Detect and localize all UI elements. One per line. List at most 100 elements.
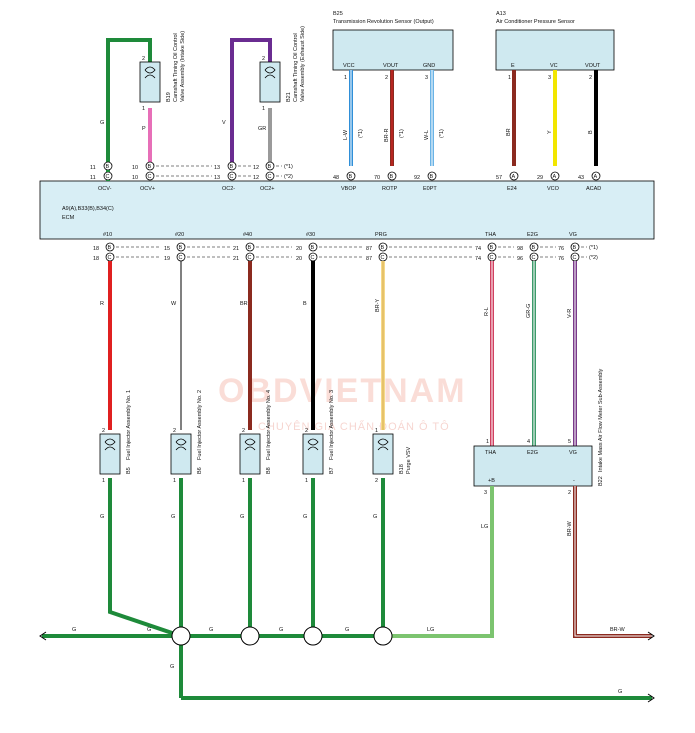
- b19-desc2: Valve Assembly (Intake Side): [180, 31, 186, 102]
- svg-text:C: C: [490, 255, 494, 261]
- svg-text:(*2): (*2): [284, 174, 293, 180]
- maf-wires: R-L GR-G V-R: [484, 261, 577, 446]
- a13-id: A13: [496, 11, 506, 17]
- b21-desc2: Valve Assembly (Exhaust Side): [300, 26, 306, 102]
- svg-text:B7: B7: [329, 467, 335, 474]
- svg-text:A: A: [594, 174, 598, 180]
- svg-text:2: 2: [262, 56, 265, 62]
- b21-id: B21: [286, 92, 292, 102]
- svg-text:LG: LG: [481, 524, 488, 530]
- svg-text:C: C: [230, 174, 234, 180]
- splice-point: [171, 626, 191, 646]
- svg-text:C: C: [179, 255, 183, 261]
- watermark-brand: OBDVIETNAM: [218, 372, 467, 410]
- svg-text:V-R: V-R: [567, 309, 573, 318]
- svg-text:G: G: [147, 627, 151, 633]
- svg-text:(*1): (*1): [439, 129, 445, 138]
- svg-text:74: 74: [475, 246, 481, 252]
- svg-text:87: 87: [366, 246, 372, 252]
- svg-text:B: B: [248, 245, 252, 251]
- svg-text:B8: B8: [266, 467, 272, 474]
- svg-text:E0PT: E0PT: [423, 186, 437, 192]
- svg-text:P: P: [142, 126, 146, 132]
- svg-text:1: 1: [344, 75, 347, 81]
- svg-text:C: C: [311, 255, 315, 261]
- b19-g-wire: [106, 38, 152, 166]
- svg-text:Y: Y: [547, 130, 553, 134]
- svg-text:57: 57: [496, 175, 502, 181]
- b21-desc1: Camshaft Timing Oil Control: [293, 33, 299, 102]
- svg-text:R-L: R-L: [484, 307, 490, 316]
- svg-text:OCV-: OCV-: [98, 186, 112, 192]
- svg-text:1: 1: [375, 428, 378, 434]
- svg-text:G: G: [240, 514, 244, 520]
- coil-icon: [104, 438, 116, 451]
- svg-text:PRG: PRG: [375, 232, 387, 238]
- svg-text:Fuel Injector Assembly No. 3: Fuel Injector Assembly No. 3: [329, 390, 335, 460]
- svg-text:29: 29: [537, 175, 543, 181]
- svg-text:THA: THA: [485, 232, 496, 238]
- b25-id: B25: [333, 11, 343, 17]
- svg-text:20: 20: [296, 256, 302, 262]
- svg-text:#40: #40: [243, 232, 252, 238]
- svg-text:G: G: [373, 514, 377, 520]
- b19-id: B19: [166, 92, 172, 102]
- svg-text:76: 76: [558, 246, 564, 252]
- svg-text:#30: #30: [306, 232, 315, 238]
- watermark: OBDVIETNAM CHUYÊN GIA CHẨN ĐOÁN Ô TÔ: [218, 372, 467, 433]
- svg-text:B: B: [381, 245, 385, 251]
- b25-sensor: B25 Transmission Revolution Sensor (Outp…: [332, 11, 454, 166]
- a13-title: Air Conditioner Pressure Sensor: [496, 19, 575, 25]
- svg-text:76: 76: [558, 256, 564, 262]
- svg-text:BR-R: BR-R: [384, 129, 390, 142]
- svg-text:BR: BR: [506, 128, 512, 136]
- svg-text:12: 12: [253, 165, 259, 171]
- svg-text:43: 43: [578, 175, 584, 181]
- svg-text:E24: E24: [507, 186, 517, 192]
- svg-text:98: 98: [517, 246, 523, 252]
- svg-text:15: 15: [164, 246, 170, 252]
- svg-text:2: 2: [589, 75, 592, 81]
- svg-text:B: B: [311, 245, 315, 251]
- svg-text:G: G: [303, 514, 307, 520]
- svg-text:B5: B5: [126, 467, 132, 474]
- svg-text:C: C: [381, 255, 385, 261]
- svg-text:(*1): (*1): [284, 164, 293, 170]
- svg-text:1: 1: [305, 478, 308, 484]
- ecm-connectors: A9(A),B33(B),B34(C): [62, 206, 114, 212]
- svg-text:GND: GND: [423, 63, 435, 69]
- svg-text:3: 3: [484, 490, 487, 496]
- svg-text:VCO: VCO: [547, 186, 560, 192]
- coil-icon: [264, 66, 276, 79]
- svg-text:11: 11: [90, 165, 96, 171]
- svg-text:VG: VG: [569, 232, 577, 238]
- svg-text:2: 2: [568, 490, 571, 496]
- svg-text:BR-Y: BR-Y: [375, 299, 381, 312]
- coil-icon: [244, 438, 256, 451]
- a13-box: [495, 29, 615, 71]
- svg-text:(*2): (*2): [589, 255, 598, 261]
- svg-text:E2G: E2G: [527, 232, 538, 238]
- svg-text:3: 3: [425, 75, 428, 81]
- svg-text:Intake Mass Air Flow Meter Sub: Intake Mass Air Flow Meter Sub-Assembly: [598, 368, 604, 472]
- svg-text:ROTP: ROTP: [382, 186, 398, 192]
- svg-text:1: 1: [508, 75, 511, 81]
- svg-text:C: C: [106, 174, 110, 180]
- svg-text:B: B: [106, 164, 110, 170]
- bottom-ecm-pins: #10 #20 #40 #30 PRG THA E2G VG B C 18 18…: [93, 232, 598, 262]
- svg-text:(*1): (*1): [589, 245, 598, 251]
- svg-text:13: 13: [214, 165, 220, 171]
- svg-text:+B: +B: [488, 478, 495, 484]
- svg-text:92: 92: [414, 175, 420, 181]
- purge-vsv-b18: 1 2 B18 Purge VSV: [372, 428, 412, 484]
- svg-text:18: 18: [93, 256, 99, 262]
- svg-text:OC2+: OC2+: [260, 186, 275, 192]
- svg-text:G: G: [209, 627, 213, 633]
- svg-text:VCC: VCC: [343, 63, 355, 69]
- svg-text:OC2-: OC2-: [222, 186, 235, 192]
- svg-text:10: 10: [132, 165, 138, 171]
- svg-text:5: 5: [568, 439, 571, 445]
- a13-sensor: A13 Air Conditioner Pressure Sensor E VC…: [495, 11, 615, 166]
- b19-box: [139, 61, 161, 103]
